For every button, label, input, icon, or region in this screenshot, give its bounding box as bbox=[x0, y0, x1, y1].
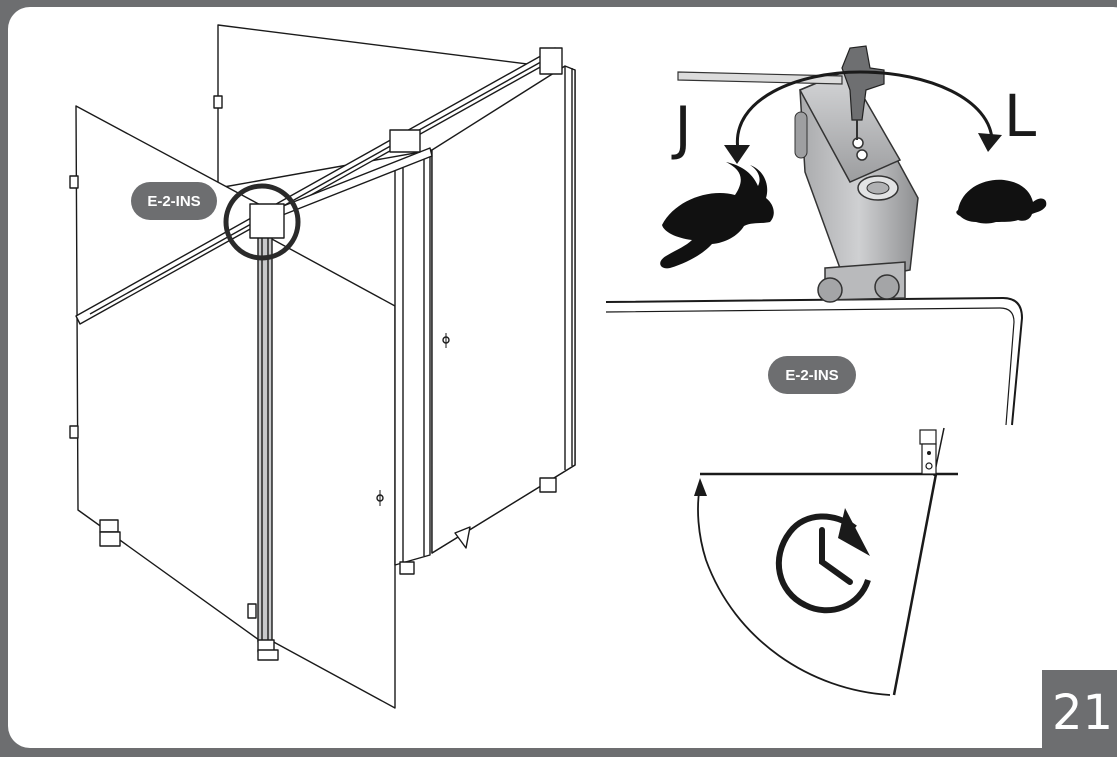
cubicle-assembly bbox=[69, 24, 576, 709]
turtle-icon bbox=[956, 179, 1047, 224]
rabbit-icon bbox=[660, 162, 774, 269]
sweep-arc bbox=[697, 485, 891, 696]
step-number: 21 bbox=[1052, 685, 1114, 741]
detail-circle bbox=[223, 183, 301, 261]
middle-pilaster bbox=[394, 149, 431, 566]
rotation-arrow bbox=[735, 70, 994, 151]
timing-diagram bbox=[694, 427, 958, 696]
step-number-badge: 21 bbox=[1042, 670, 1117, 757]
door-panel bbox=[269, 237, 396, 709]
direction-faster-label: J bbox=[671, 94, 691, 162]
direction-slower-label: L bbox=[1004, 82, 1036, 150]
detail-badge-left-text: E-2-INS bbox=[147, 193, 200, 210]
detail-badge-right: E-2-INS bbox=[768, 356, 856, 394]
right-panel bbox=[431, 65, 576, 554]
front-pilaster bbox=[257, 231, 273, 643]
closer-detail bbox=[605, 45, 1024, 426]
clock-rotation-icon bbox=[775, 508, 871, 614]
detail-badge-left: E-2-INS bbox=[131, 182, 217, 220]
detail-badge-right-text: E-2-INS bbox=[785, 367, 838, 384]
